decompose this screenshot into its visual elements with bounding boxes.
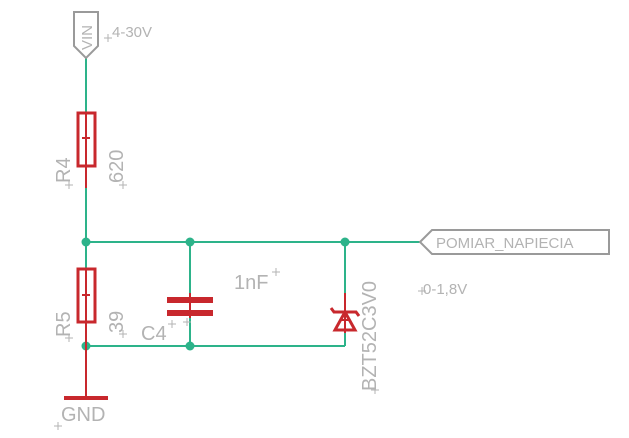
r5-body bbox=[76, 267, 97, 324]
ground-label: GND bbox=[61, 404, 105, 426]
junction-dot bbox=[340, 237, 350, 247]
r4-value: 620 bbox=[106, 150, 128, 183]
wires bbox=[85, 58, 420, 347]
output-voltage-label: 0-1,8V bbox=[423, 281, 467, 298]
junction-dot bbox=[81, 237, 91, 247]
c4-name: C4 bbox=[141, 323, 167, 345]
ground-symbol: GND bbox=[54, 346, 108, 430]
resistor-r4: R4 620 bbox=[53, 111, 128, 189]
zener-bar bbox=[329, 307, 361, 317]
junctions bbox=[81, 237, 350, 351]
r5-name: R5 bbox=[53, 311, 75, 337]
r4-name: R4 bbox=[53, 157, 75, 183]
resistor-r5: R5 39 bbox=[53, 267, 128, 346]
vin-port: VIN 4-30V bbox=[73, 11, 152, 60]
r5-value: 39 bbox=[106, 311, 128, 333]
junction-dot bbox=[185, 237, 195, 247]
capacitor-c4: 1nF C4 bbox=[141, 268, 280, 345]
vin-port-shape bbox=[73, 11, 99, 60]
vin-port-label: VIN bbox=[79, 25, 96, 50]
zener-triangle bbox=[332, 308, 358, 332]
vin-voltage-label: 4-30V bbox=[112, 24, 152, 41]
zener-name: BZT52C3V0 bbox=[359, 281, 381, 391]
c4-value: 1nF bbox=[234, 272, 268, 294]
output-port: POMIAR_NAPIECIA 0-1,8V bbox=[418, 229, 610, 298]
c4-plate-top bbox=[167, 297, 213, 303]
r4-body bbox=[76, 111, 97, 168]
output-port-label: POMIAR_NAPIECIA bbox=[436, 235, 574, 252]
c4-plate-bottom bbox=[167, 310, 213, 316]
zener-diode: BZT52C3V0 bbox=[329, 281, 381, 394]
output-port-shape bbox=[418, 229, 610, 255]
junction-dot bbox=[185, 341, 195, 351]
